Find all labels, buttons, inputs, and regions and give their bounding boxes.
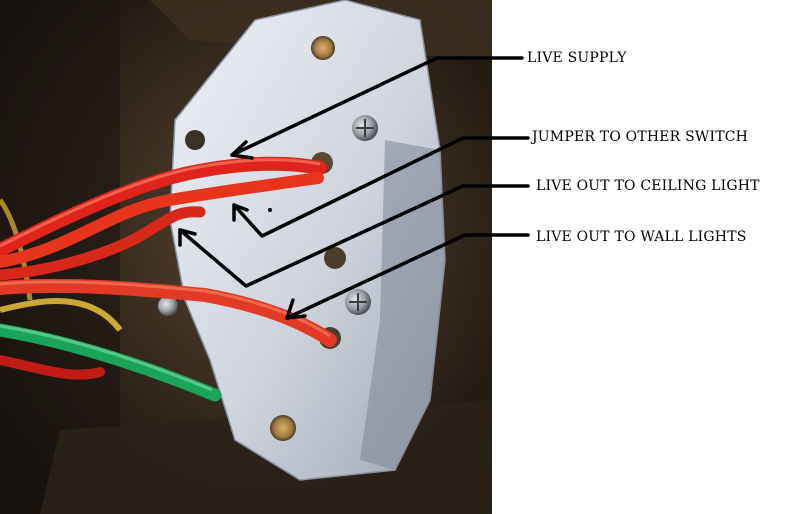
arrow-ceiling-light [178, 184, 530, 288]
arrow-jumper [232, 136, 530, 238]
top-mounting-hole [311, 36, 335, 60]
green-earth-wire-highlight [0, 324, 213, 392]
arrow-wall-lights [285, 233, 530, 320]
terminal-hole [324, 247, 346, 269]
yellow-wire [0, 298, 123, 332]
terminal-screw [158, 296, 178, 316]
terminal-screw [352, 115, 378, 141]
bottom-mounting-hole [270, 415, 296, 441]
red-wire-highlight [0, 158, 321, 248]
label-jumper-to-other-switch: JUMPER TO OTHER SWITCH [532, 129, 749, 145]
red-wire [0, 278, 337, 347]
red-wire [0, 206, 206, 281]
annotation-dot [268, 208, 272, 212]
photo [0, 0, 492, 514]
label-live-supply: LIVE SUPPLY [527, 50, 627, 66]
red-wire [0, 156, 327, 257]
arrow-live-supply [230, 56, 524, 160]
green-earth-wire [0, 323, 222, 402]
terminal-hole [185, 130, 205, 150]
red-wire [0, 355, 105, 380]
terminal-screw [345, 289, 371, 315]
switch-body-shadow [360, 140, 445, 470]
red-wire [0, 172, 324, 268]
annotation-arrows [178, 56, 530, 320]
label-live-out-to-wall-lights: LIVE OUT TO WALL LIGHTS [536, 229, 747, 245]
label-live-out-to-ceiling-light: LIVE OUT TO CEILING LIGHT [536, 178, 760, 194]
